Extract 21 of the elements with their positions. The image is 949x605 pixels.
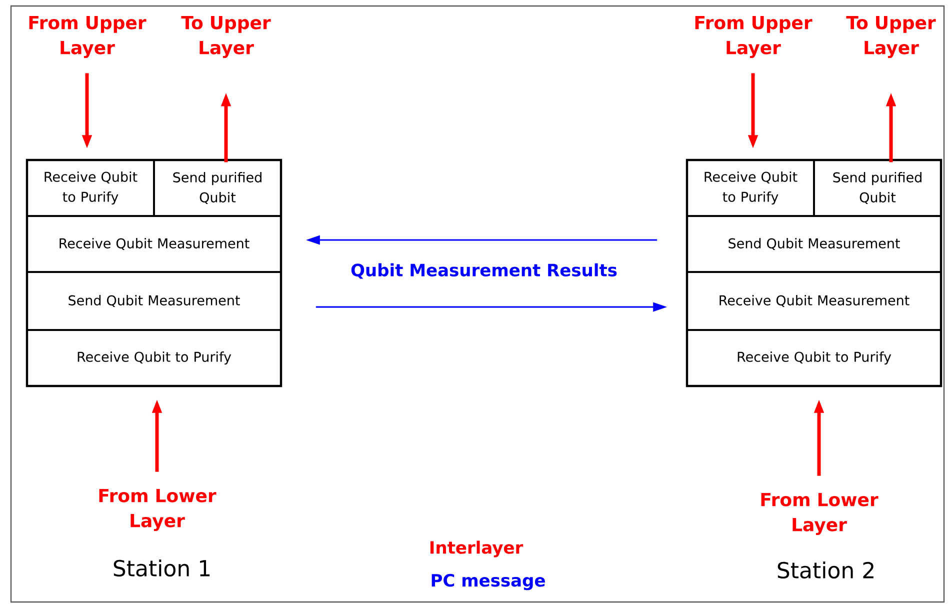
layer-cell: Send Qubit Measurement bbox=[26, 271, 282, 331]
station-label: Station 2 bbox=[778, 562, 874, 579]
layer-cell: Receive Qubit Measurement bbox=[26, 215, 282, 273]
layer-cell: Send purified Qubit bbox=[813, 159, 942, 217]
layer-label: From Upper Layer bbox=[695, 16, 812, 58]
layer-cell: Send purified Qubit bbox=[153, 159, 282, 217]
layer-cell: Receive Qubit to Purify bbox=[686, 159, 815, 217]
layer-cell: Send Qubit Measurement bbox=[686, 215, 942, 273]
layer-cell: Receive Qubit to Purify bbox=[26, 329, 282, 387]
legend-text: PC message bbox=[432, 574, 545, 590]
layer-label: From Upper Layer bbox=[29, 16, 146, 58]
layer-label: To Upper Layer bbox=[846, 16, 936, 58]
layer-cell: Receive Qubit to Purify bbox=[26, 159, 155, 217]
layer-label: To Upper Layer bbox=[181, 16, 271, 58]
station-label: Station 1 bbox=[114, 560, 210, 577]
layer-cell: Receive Qubit to Purify bbox=[686, 329, 942, 387]
layer-label: From Lower Layer bbox=[99, 489, 216, 532]
layer-label: From Lower Layer bbox=[761, 493, 878, 536]
legend-text: Interlayer bbox=[430, 540, 524, 558]
edge-label: Qubit Measurement Results bbox=[351, 263, 617, 279]
layer-cell: Receive Qubit Measurement bbox=[686, 271, 942, 331]
